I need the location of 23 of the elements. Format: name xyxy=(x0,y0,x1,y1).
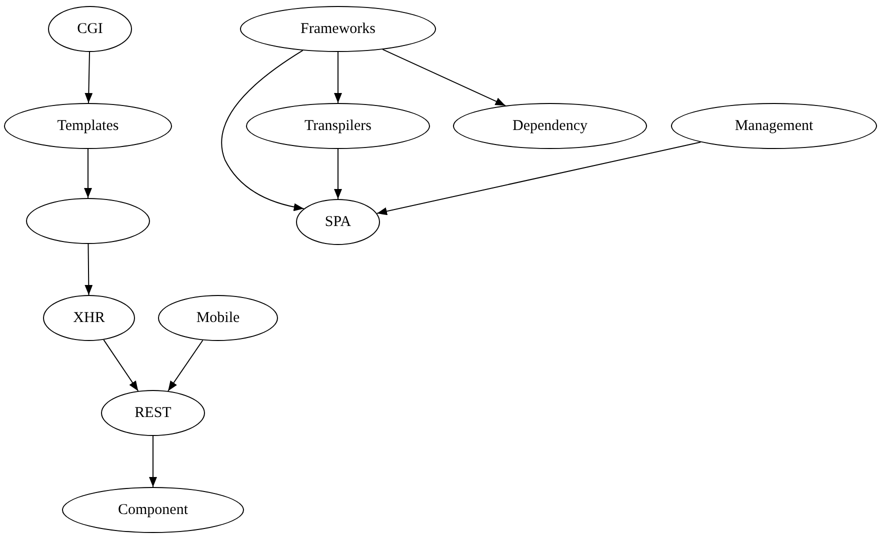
node-label: CGI xyxy=(77,20,103,39)
arrow xyxy=(168,340,204,392)
arrow xyxy=(84,52,93,104)
arrow xyxy=(334,52,342,104)
node-label: Dependency xyxy=(512,116,588,136)
node-label: Component xyxy=(118,500,188,520)
node-label: Mobile xyxy=(196,308,240,328)
node-label: SPA xyxy=(324,212,352,232)
arrow xyxy=(382,48,506,106)
node-label: Transpilers xyxy=(304,116,372,136)
node-label: REST xyxy=(134,404,172,423)
arrow xyxy=(84,244,93,296)
arrow xyxy=(84,148,92,198)
arrow xyxy=(376,142,702,216)
arrow xyxy=(334,148,342,200)
arrow xyxy=(103,339,139,392)
arrow xyxy=(149,436,157,488)
node-label: XHR xyxy=(73,308,105,328)
ellipse-node xyxy=(296,199,380,245)
node-label: Frameworks xyxy=(300,20,376,39)
arrow xyxy=(221,50,304,211)
node-label: Templates xyxy=(57,116,119,136)
node-label: Management xyxy=(734,116,814,136)
